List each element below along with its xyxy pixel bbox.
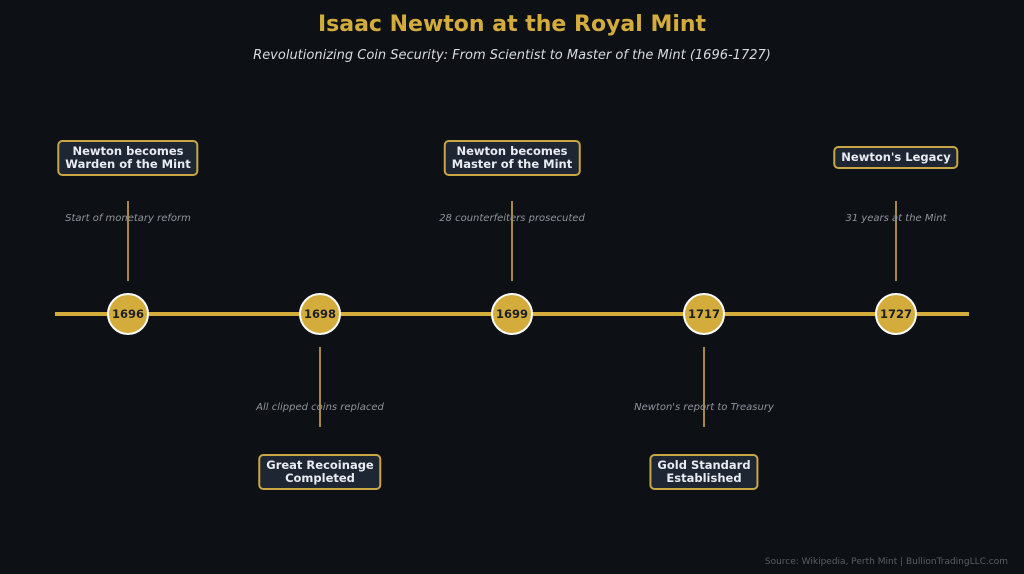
event-title-line1: Gold Standard — [657, 458, 751, 472]
event-note-1717: Newton's report to Treasury — [634, 402, 774, 413]
event-note-1727: 31 years at the Mint — [845, 213, 947, 224]
event-box-1717: Gold Standard Established — [649, 454, 759, 490]
event-note-1696: Start of monetary reform — [65, 213, 191, 224]
event-box-1699: Newton becomes Master of the Mint — [443, 140, 581, 176]
event-title-line1: Newton becomes — [72, 144, 184, 158]
event-box-1696: Newton becomes Warden of the Mint — [57, 140, 199, 176]
event-title-line2: Master of the Mint — [451, 157, 573, 171]
year-node-1727: 1727 — [875, 293, 917, 335]
event-title-line2: Warden of the Mint — [65, 157, 191, 171]
event-title-line1: Newton becomes — [456, 144, 568, 158]
source-credit: Source: Wikipedia, Perth Mint | BullionT… — [764, 557, 1008, 567]
event-box-1727: Newton's Legacy — [833, 146, 959, 169]
event-title-line2: Established — [666, 471, 742, 485]
stem-1698 — [319, 347, 321, 427]
event-title-line1: Newton's Legacy — [841, 150, 951, 164]
year-node-1717: 1717 — [683, 293, 725, 335]
year-node-1698: 1698 — [299, 293, 341, 335]
stem-1727 — [895, 201, 897, 281]
event-title-line2: Completed — [285, 471, 355, 485]
page-subtitle: Revolutionizing Coin Security: From Scie… — [253, 48, 771, 63]
stem-1696 — [127, 201, 129, 281]
year-node-1699: 1699 — [491, 293, 533, 335]
page-title: Isaac Newton at the Royal Mint — [317, 12, 707, 37]
event-title-line1: Great Recoinage — [266, 458, 374, 472]
stem-1717 — [703, 347, 705, 427]
year-node-1696: 1696 — [107, 293, 149, 335]
event-note-1698: All clipped coins replaced — [256, 402, 384, 413]
event-box-1698: Great Recoinage Completed — [258, 454, 382, 490]
stem-1699 — [511, 201, 513, 281]
event-note-1699: 28 counterfeiters prosecuted — [439, 213, 585, 224]
